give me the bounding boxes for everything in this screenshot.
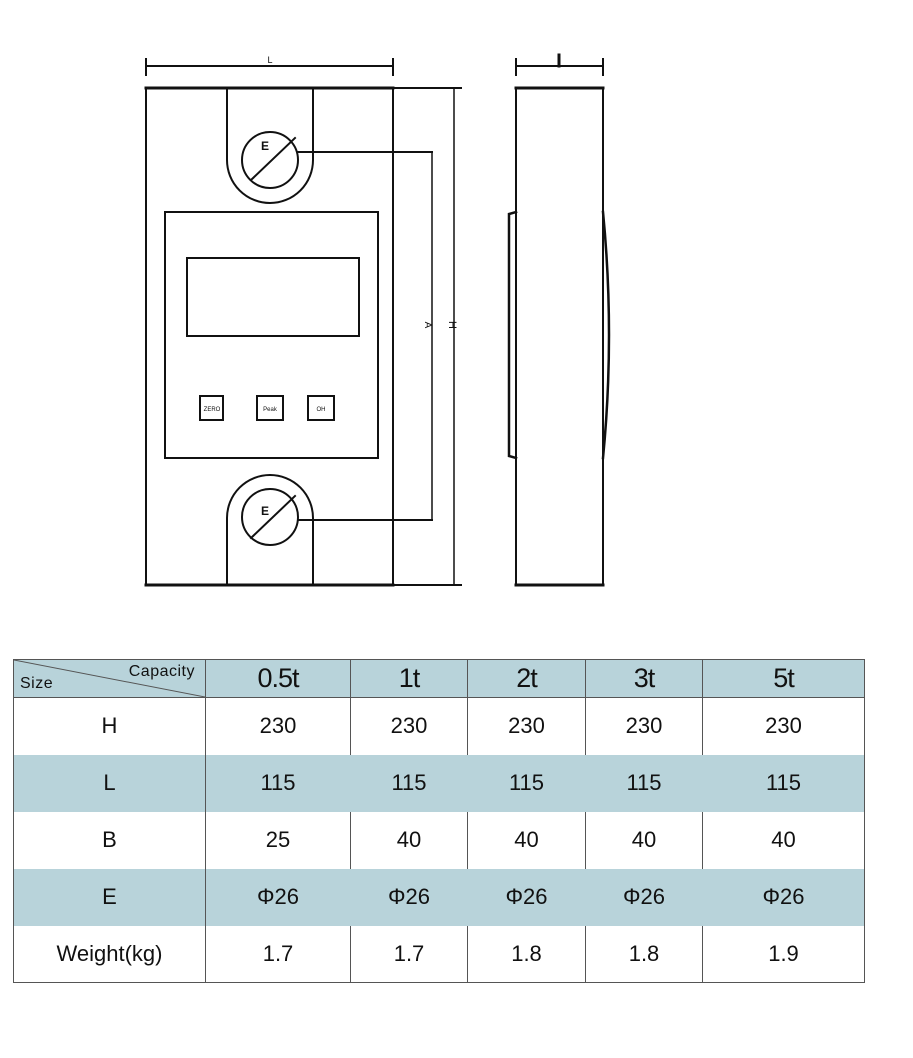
table-cell: 230 (702, 697, 865, 755)
capacity-header: 0.5t (205, 659, 351, 698)
peak-button-label: Peak (263, 407, 278, 413)
outer-height-label: H (446, 321, 458, 329)
side-view (507, 53, 611, 587)
table-cell: 230 (585, 697, 703, 755)
lcd-screen (186, 257, 360, 337)
table-cell: 40 (350, 811, 468, 869)
table-cell: 40 (702, 811, 865, 869)
table-header-row: Capacity Size 0.5t 1t 2t 3t 5t (13, 659, 865, 698)
table-cell: Φ26 (467, 868, 586, 926)
table-cell: 115 (350, 754, 468, 812)
table-cell: 115 (467, 754, 586, 812)
capacity-header: 1t (350, 659, 468, 698)
upper-lug (226, 87, 314, 204)
upper-hole-circle (241, 131, 299, 189)
row-label: B (102, 827, 117, 852)
capacity-header: 3t (585, 659, 703, 698)
lower-hole-circle (241, 488, 299, 546)
table-cell: 115 (585, 754, 703, 812)
table-cell: 115 (205, 754, 351, 812)
table-row: E Φ26 Φ26 Φ26 Φ26 Φ26 (13, 868, 865, 926)
length-label: L (267, 55, 272, 65)
table-cell: 230 (467, 697, 586, 755)
row-label: E (102, 884, 117, 909)
lower-lug (226, 474, 314, 586)
zero-button-label: ZERO (204, 407, 221, 413)
table-cell: 25 (205, 811, 351, 869)
inner-height-label: A (422, 322, 433, 329)
table-row: B 25 40 40 40 40 (14, 811, 865, 869)
oh-button (307, 395, 335, 421)
front-view-body (144, 86, 395, 587)
table-cell: Φ26 (585, 868, 703, 926)
lower-hole-label: E (261, 504, 269, 518)
table-cell: 115 (702, 754, 865, 812)
table-row: L 115 115 115 115 115 (13, 754, 865, 812)
size-header-label: Size (20, 675, 54, 692)
zero-button (199, 395, 224, 421)
capacity-header: 2t (467, 659, 586, 698)
upper-hole-label: E (261, 139, 269, 153)
oh-button-label: OH (317, 407, 326, 413)
row-label: L (103, 770, 116, 795)
capacity-header-label: Capacity (128, 663, 195, 680)
peak-button (256, 395, 284, 421)
table-cell: 1.8 (585, 925, 703, 983)
table-cell: Φ26 (205, 868, 351, 926)
specification-table: Capacity Size 0.5t 1t 2t 3t 5t H 230 230… (13, 659, 865, 983)
display-panel (164, 211, 379, 459)
length-dimension-line (145, 58, 394, 76)
row-label: Weight(kg) (56, 940, 163, 966)
table-cell: 1.7 (350, 925, 468, 983)
row-label: H (101, 713, 118, 739)
height-dimension-lines (297, 87, 462, 586)
capacity-header: 5t (702, 659, 865, 698)
table-cell: Φ26 (350, 868, 468, 926)
table-cell: 230 (350, 697, 468, 755)
dimension-drawing: L E E A H ZERO Peak OH (144, 53, 611, 587)
table-cell: 40 (585, 811, 703, 869)
table-cell: 40 (467, 811, 586, 869)
table-row: H 230 230 230 230 230 (14, 697, 865, 755)
table-cell: 1.8 (467, 925, 586, 983)
table-cell: 230 (205, 697, 351, 755)
table-cell: 1.9 (702, 925, 865, 983)
corner-header-cell: Capacity Size (14, 660, 206, 698)
table-row: Weight(kg) 1.7 1.7 1.8 1.8 1.9 (14, 925, 865, 983)
table-cell: 1.7 (205, 925, 351, 983)
table-cell: Φ26 (702, 868, 865, 926)
diagonal-divider (14, 660, 205, 697)
